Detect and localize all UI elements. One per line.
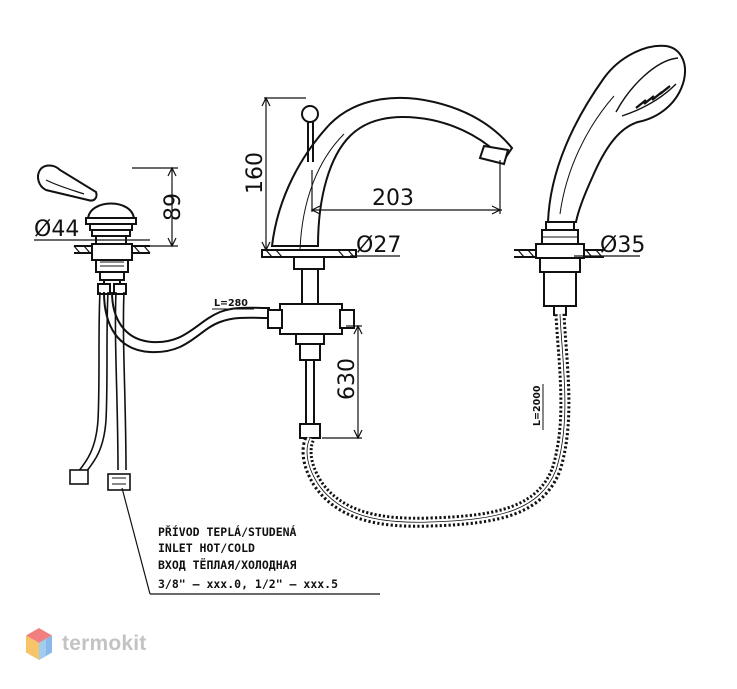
supply-length-label: L=280 xyxy=(214,298,248,309)
inlet-note-line3: ВХОД ТЁПЛАЯ/ХОЛОДНАЯ xyxy=(158,557,297,572)
hand-shower xyxy=(514,44,686,316)
brand-watermark: termokit xyxy=(24,626,146,662)
inlet-note-line1: PŘÍVOD TEPLÁ/STUDENÁ xyxy=(158,524,297,539)
left-diameter-dimension: Ø44 xyxy=(34,217,79,242)
left-height-dimension: 89 xyxy=(161,193,186,221)
left-valve-dimensions xyxy=(34,166,178,248)
inlet-note-leader xyxy=(121,487,380,595)
left-supply-hoses xyxy=(69,291,271,491)
inlet-note-line2: INLET HOT/COLD xyxy=(158,541,255,555)
shower-hose-length-label: L=2000 xyxy=(532,385,543,426)
shower-diameter-dimension: Ø35 xyxy=(600,233,645,258)
spout-dimensions xyxy=(261,96,502,440)
spout xyxy=(261,97,514,439)
spout-height-dimension: 160 xyxy=(243,152,268,194)
drop-height-dimension: 630 xyxy=(335,358,360,400)
spout-diameter-dimension: Ø27 xyxy=(356,233,401,258)
brand-logo-icon xyxy=(26,628,52,660)
spout-reach-dimension: 203 xyxy=(372,186,414,211)
shower-hose xyxy=(301,313,571,528)
brand-name: termokit xyxy=(62,632,147,655)
inlet-note-line4: 3/8" – xxx.0, 1/2" – xxx.5 xyxy=(158,577,338,591)
